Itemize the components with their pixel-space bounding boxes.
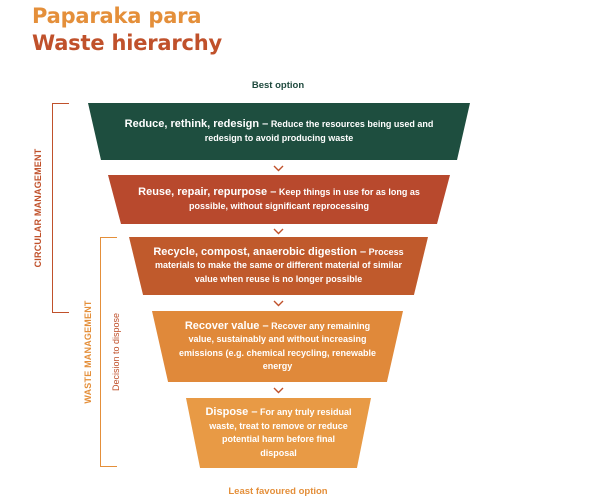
tier-reduce-heading: Reduce, rethink, redesign – xyxy=(124,118,269,130)
tier-reduce-description: Reduce the resources being used and rede… xyxy=(204,119,434,143)
tier-reuse-heading: Reuse, repair, repurpose – xyxy=(138,186,277,198)
decision-to-dispose-label: Decision to dispose xyxy=(111,312,121,392)
circular-management-label: CIRCULAR MANAGEMENT xyxy=(33,148,43,268)
tier-dispose: Dispose – For any truly residual waste, … xyxy=(186,398,371,468)
tier-recycle-text: Recycle, compost, anaerobic digestion – … xyxy=(143,246,414,287)
chevron-down-icon xyxy=(273,300,284,307)
tier-recover-heading: Recover value – xyxy=(184,319,269,332)
waste-management-bracket xyxy=(100,237,117,467)
best-option-label: Best option xyxy=(251,80,305,91)
page-title-line-1: Paparaka para xyxy=(32,4,202,28)
chevron-down-icon xyxy=(273,228,284,235)
tier-dispose-text: Dispose – For any truly residual waste, … xyxy=(204,406,353,460)
chevron-down-icon xyxy=(273,387,284,394)
tier-recover-text: Recover value – Recover any remaining va… xyxy=(172,320,383,374)
tier-recycle: Recycle, compost, anaerobic digestion – … xyxy=(129,237,428,295)
tier-reduce: Reduce, rethink, redesign – Reduce the r… xyxy=(88,103,470,160)
tier-recover-description: Recover any remaining value, sustainably… xyxy=(178,320,377,372)
least-favoured-option-label: Least favoured option xyxy=(228,486,328,497)
tier-recycle-heading: Recycle, compost, anaerobic digestion – xyxy=(153,245,367,258)
tier-reuse: Reuse, repair, repurpose – Keep things i… xyxy=(108,175,450,224)
tier-dispose-description: For any truly residual waste, treat to r… xyxy=(209,407,352,458)
page-title-line-2: Waste hierarchy xyxy=(32,31,223,55)
tier-reuse-description: Keep things in use for as long as possib… xyxy=(188,187,420,211)
circular-management-bracket xyxy=(52,103,69,313)
tier-recycle-description: Process materials to make the same or di… xyxy=(154,246,404,284)
tier-reduce-text: Reduce, rethink, redesign – Reduce the r… xyxy=(110,118,448,145)
waste-management-label: WASTE MANAGEMENT xyxy=(83,300,93,404)
chevron-down-icon xyxy=(273,165,284,172)
tier-recover: Recover value – Recover any remaining va… xyxy=(152,311,403,382)
tier-reuse-text: Reuse, repair, repurpose – Keep things i… xyxy=(128,186,430,213)
tier-dispose-heading: Dispose – xyxy=(205,406,258,418)
